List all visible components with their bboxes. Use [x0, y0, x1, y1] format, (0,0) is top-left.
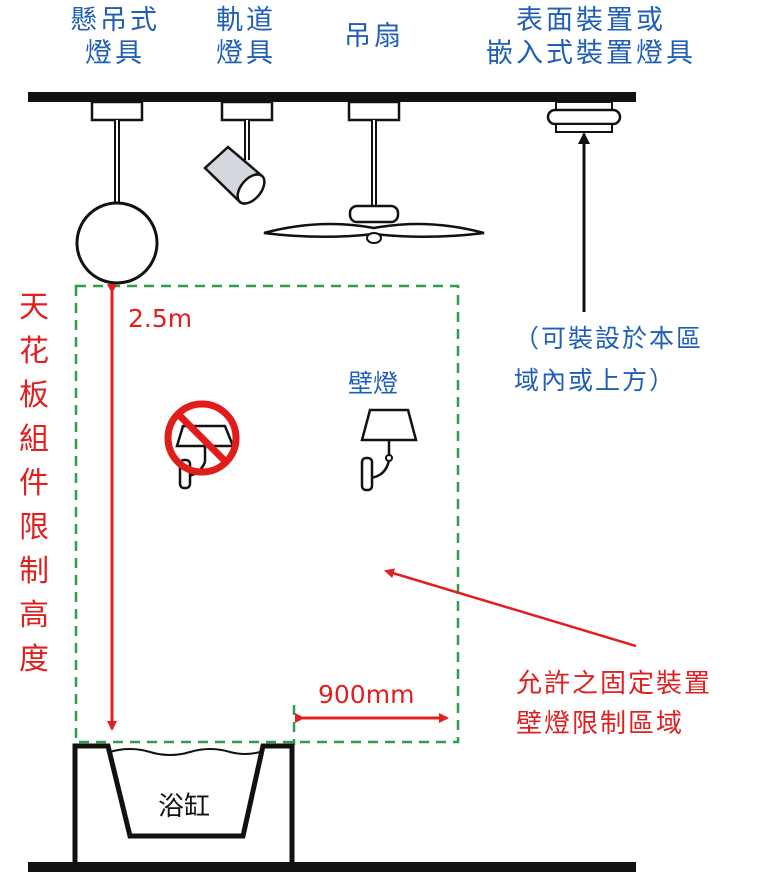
wall-lamp-icon: [360, 408, 418, 492]
zone-label: 允許之固定裝置 壁燈限制區域: [516, 669, 713, 739]
bathtub-label: 浴缸: [158, 792, 211, 822]
track-label: 軌道 燈具: [216, 5, 276, 69]
width-value: 900mm: [318, 680, 415, 709]
surface-label: 表面裝置或 嵌入式裝置燈具: [486, 5, 696, 69]
track-light-icon: [203, 100, 274, 205]
prohibited-wall-lamp-icon: [164, 400, 240, 490]
wall-lamp-label: 壁燈: [348, 369, 399, 398]
restricted-zone-boundary: [74, 284, 460, 744]
pendant-label: 懸吊式 燈具: [70, 5, 160, 69]
pendant-light-icon: [75, 100, 159, 285]
bathtub-icon: [72, 743, 295, 862]
zone-pointer-arrow: [384, 568, 637, 648]
height-limit-label: 天花板組件限制高度: [19, 290, 49, 677]
height-value: 2.5m: [128, 304, 193, 333]
ceiling-bar: [28, 92, 636, 102]
fan-label: 吊扇: [344, 21, 404, 52]
floor-bar: [28, 862, 636, 872]
ceiling-fan-icon: [263, 100, 485, 244]
surface-fixture-icon: [546, 101, 622, 133]
install-note: （可裝設於本區 域內或上方）: [514, 324, 704, 395]
